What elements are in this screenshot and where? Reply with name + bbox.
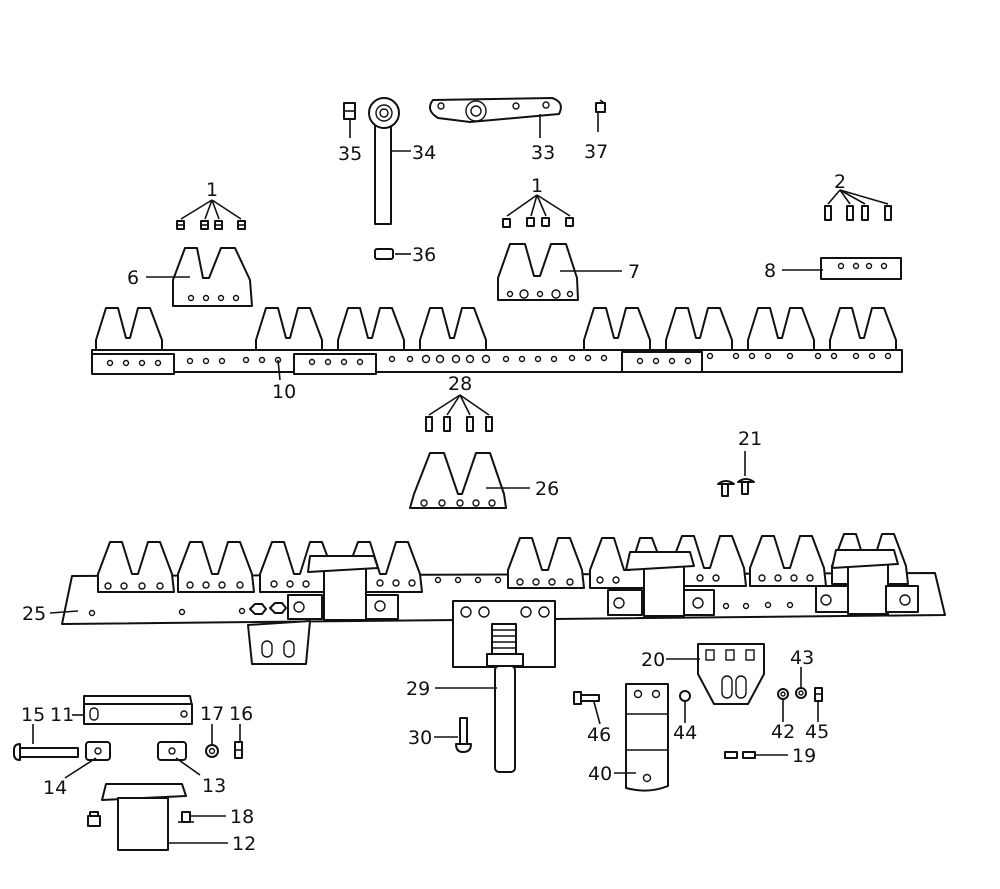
- part-45-nut: [814, 687, 823, 702]
- callout-2: 2: [834, 171, 846, 193]
- callout-labels: 1 1 2 35 34 33 37 36 6 7 8 10 28 21 26 2…: [21, 141, 846, 855]
- part-15-bolt: [13, 743, 79, 761]
- part-17-washer: [205, 744, 219, 758]
- part-26-knife-section: [409, 452, 507, 509]
- callout-25: 25: [22, 603, 46, 625]
- callout-15: 15: [21, 704, 45, 726]
- part-2-bolts-right: [824, 189, 892, 221]
- part-43-washer: [795, 687, 807, 699]
- callout-10: 10: [272, 381, 296, 403]
- part-28-bolts: [425, 394, 493, 432]
- callout-19: 19: [792, 745, 816, 767]
- part-13-block: [157, 741, 187, 761]
- part-7-knife-section: [497, 243, 579, 301]
- part-46-bolt: [573, 691, 600, 705]
- callout-30: 30: [408, 727, 432, 749]
- part-42-washer: [777, 688, 789, 700]
- callout-29: 29: [406, 678, 430, 700]
- knife-head-center: [607, 551, 715, 617]
- part-16-nut: [234, 741, 243, 759]
- callout-11: 11: [50, 704, 74, 726]
- callout-1-center: 1: [531, 175, 543, 197]
- part-12-knife-head: [101, 783, 187, 851]
- part-6-knife-section: [172, 247, 253, 307]
- part-21-carriage-bolts: [717, 478, 755, 497]
- part-29-drive-pin: [486, 623, 524, 773]
- knife-head-left: [287, 555, 399, 621]
- callout-1-left: 1: [206, 179, 218, 201]
- callout-13: 13: [202, 775, 226, 797]
- part-20-guard-plate: [697, 643, 765, 705]
- part-1-bolts-center: [502, 194, 574, 228]
- callout-34: 34: [412, 142, 436, 164]
- part-34-pitman-pin: [368, 97, 400, 225]
- part-14-block: [85, 741, 111, 761]
- callout-28: 28: [448, 373, 472, 395]
- knife-head-right: [815, 549, 919, 615]
- callout-46: 46: [587, 724, 611, 746]
- callout-37: 37: [584, 141, 608, 163]
- part-30-bolt: [455, 717, 472, 753]
- callout-21: 21: [738, 428, 762, 450]
- leader-lines: [32, 114, 823, 844]
- callout-16: 16: [229, 703, 253, 725]
- part-8-hold-plate: [820, 257, 902, 280]
- callout-14: 14: [43, 777, 67, 799]
- callout-45: 45: [805, 721, 829, 743]
- callout-6: 6: [127, 267, 139, 289]
- callout-35: 35: [338, 143, 362, 165]
- callout-43: 43: [790, 647, 814, 669]
- callout-7: 7: [628, 261, 640, 283]
- callout-42: 42: [771, 721, 795, 743]
- callout-26: 26: [535, 478, 559, 500]
- callout-44: 44: [673, 722, 697, 744]
- part-40-support-bar: [625, 683, 669, 792]
- callout-36: 36: [412, 244, 436, 266]
- callout-33: 33: [531, 142, 555, 164]
- part-36-bushing: [374, 248, 394, 260]
- callout-20: 20: [641, 649, 665, 671]
- part-1-bolts-left: [176, 199, 246, 230]
- part-35-nut: [343, 102, 356, 120]
- part-33-drive-arm: [428, 97, 562, 123]
- callout-18: 18: [230, 806, 254, 828]
- callout-40: 40: [588, 763, 612, 785]
- callout-17: 17: [200, 703, 224, 725]
- part-18-bolts: [87, 811, 194, 827]
- callout-8: 8: [764, 260, 776, 282]
- part-10-knife-bar: [91, 307, 903, 375]
- callout-12: 12: [232, 833, 256, 855]
- part-11-guide-plate: [83, 695, 193, 725]
- part-19-fasteners: [724, 751, 756, 759]
- part-44-washer: [679, 690, 691, 702]
- part-37-grease-fitting: [595, 99, 606, 132]
